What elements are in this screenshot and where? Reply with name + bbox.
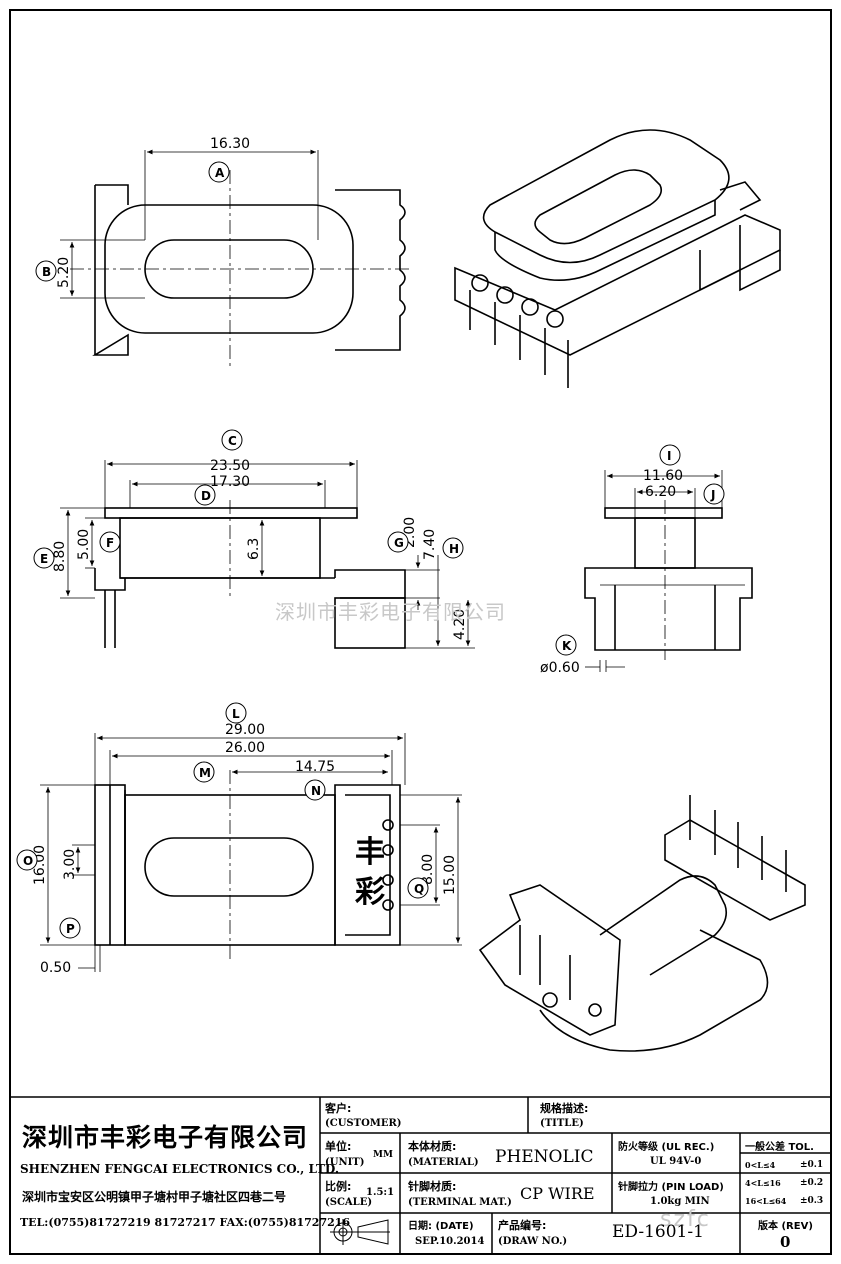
dim-side-d: 17.30 <box>210 474 250 490</box>
title-block-grid <box>9 1096 832 1255</box>
callouts <box>16 161 725 939</box>
ul-value: UL 94V-0 <box>650 1156 702 1167</box>
dim-bot-m: 26.00 <box>225 740 265 756</box>
svg-text:A: A <box>215 166 225 180</box>
dim-top-height: 5.20 <box>56 257 72 288</box>
projection-symbol <box>330 1219 390 1245</box>
svg-text:O: O <box>23 854 33 868</box>
tol-val-2: ±0.2 <box>800 1178 824 1188</box>
dim-bot-050: 0.50 <box>40 960 71 976</box>
svg-text:M: M <box>199 766 211 780</box>
watermark-url: szfc <box>660 1207 711 1232</box>
customer-label-en: (CUSTOMER) <box>325 1118 402 1129</box>
svg-text:F: F <box>106 536 114 550</box>
end-view <box>584 500 753 660</box>
top-view <box>70 170 410 370</box>
tolerance-label: 一般公差 TOL. <box>745 1142 814 1153</box>
dim-top-width: 16.30 <box>210 136 250 152</box>
dim-end-i: 11.60 <box>643 468 683 484</box>
svg-text:N: N <box>311 784 321 798</box>
company-contact: TEL:(0755)81727219 81727217 FAX:(0755)81… <box>20 1216 351 1229</box>
svg-text:B: B <box>42 265 51 279</box>
iso-view-top <box>454 129 781 388</box>
bobbin-marking-1: 丰 <box>355 835 385 870</box>
svg-text:C: C <box>228 434 237 448</box>
terminal-value: CP WIRE <box>520 1184 595 1203</box>
terminal-label-cn: 针脚材质: <box>408 1180 457 1193</box>
top-view-dims <box>60 149 319 299</box>
dim-side-inner: 6.3 <box>246 538 262 560</box>
scale-value: 1.5:1 <box>366 1187 395 1198</box>
company-name-cn: 深圳市丰彩电子有限公司 <box>22 1123 309 1152</box>
side-view <box>94 500 406 649</box>
unit-label-cn: 单位: <box>325 1140 352 1153</box>
svg-text:P: P <box>66 922 75 936</box>
svg-text:L: L <box>232 707 240 721</box>
dim-side-c: 23.50 <box>210 458 250 474</box>
side-view-dims <box>60 460 475 649</box>
svg-text:K: K <box>562 639 572 653</box>
terminal-label-en: (TERMINAL MAT.) <box>408 1197 512 1208</box>
svg-text:G: G <box>394 536 404 550</box>
material-label-en: (MATERIAL) <box>408 1157 479 1168</box>
date-label: 日期: (DATE) <box>408 1221 474 1232</box>
tol-range-3: 16<L≤64 <box>745 1196 787 1206</box>
tol-val-1: ±0.1 <box>800 1160 824 1170</box>
dim-bot-q: 8.00 <box>420 854 436 885</box>
title-label-cn: 规格描述: <box>540 1102 589 1115</box>
tol-range-2: 4<L≤16 <box>745 1178 781 1188</box>
tol-range-1: 0<L≤4 <box>745 1160 776 1170</box>
scale-label-cn: 比例: <box>325 1180 352 1193</box>
dim-side-f: 5.00 <box>76 529 92 560</box>
dim-bot-l: 29.00 <box>225 722 265 738</box>
callout-letters: A B C D E F G H I J K L M N O P Q <box>23 166 715 936</box>
rev-label: 版本 (REV) <box>758 1221 813 1232</box>
bobbin-marking-2: 彩 <box>355 875 385 910</box>
dim-end-j: 6.20 <box>645 484 676 500</box>
scale-label-en: (SCALE) <box>325 1197 373 1208</box>
drawno-label-cn: 产品编号: <box>498 1219 547 1232</box>
svg-text:D: D <box>201 489 211 503</box>
sheet-border <box>9 9 832 1255</box>
svg-text:I: I <box>667 449 671 463</box>
svg-text:J: J <box>710 488 715 502</box>
dim-side-h: 7.40 <box>422 529 438 560</box>
watermark: 深圳市丰彩电子有限公司 <box>275 600 506 624</box>
dim-pin-dia: ø0.60 <box>540 660 580 676</box>
dim-side-e: 8.80 <box>52 541 68 572</box>
iso-view-bottom <box>478 795 806 1052</box>
unit-label-en: (UNIT) <box>325 1157 365 1168</box>
dim-pin-len: 4.20 <box>452 609 468 640</box>
dim-bot-15: 15.00 <box>442 855 458 895</box>
dim-bot-p: 3.00 <box>62 849 78 880</box>
svg-text:H: H <box>449 542 459 556</box>
dim-bot-n: 14.75 <box>295 759 335 775</box>
customer-label-cn: 客户: <box>325 1102 352 1115</box>
ul-label: 防火等级 (UL REC.) <box>618 1142 715 1153</box>
svg-text:E: E <box>40 552 48 566</box>
company-name-en: SHENZHEN FENGCAI ELECTRONICS CO., LTD. <box>20 1162 340 1176</box>
bottom-view-dims <box>40 733 462 972</box>
pinload-value: 1.0kg MIN <box>650 1196 710 1207</box>
material-value: PHENOLIC <box>495 1147 594 1167</box>
title-label-en: (TITLE) <box>540 1118 584 1129</box>
svg-text:Q: Q <box>414 882 424 896</box>
pinload-label: 针脚拉力 (PIN LOAD) <box>618 1182 724 1193</box>
drawno-value: ED-1601-1 <box>612 1222 704 1242</box>
drawno-label-en: (DRAW NO.) <box>498 1236 568 1247</box>
tol-val-3: ±0.3 <box>800 1196 824 1206</box>
material-label-cn: 本体材质: <box>408 1140 457 1153</box>
company-address: 深圳市宝安区公明镇甲子塘村甲子塘社区四巷二号 <box>22 1190 287 1204</box>
rev-value: 0 <box>780 1233 791 1251</box>
end-view-dims <box>585 470 723 672</box>
unit-value: MM <box>373 1150 393 1160</box>
date-value: SEP.10.2014 <box>415 1236 485 1247</box>
